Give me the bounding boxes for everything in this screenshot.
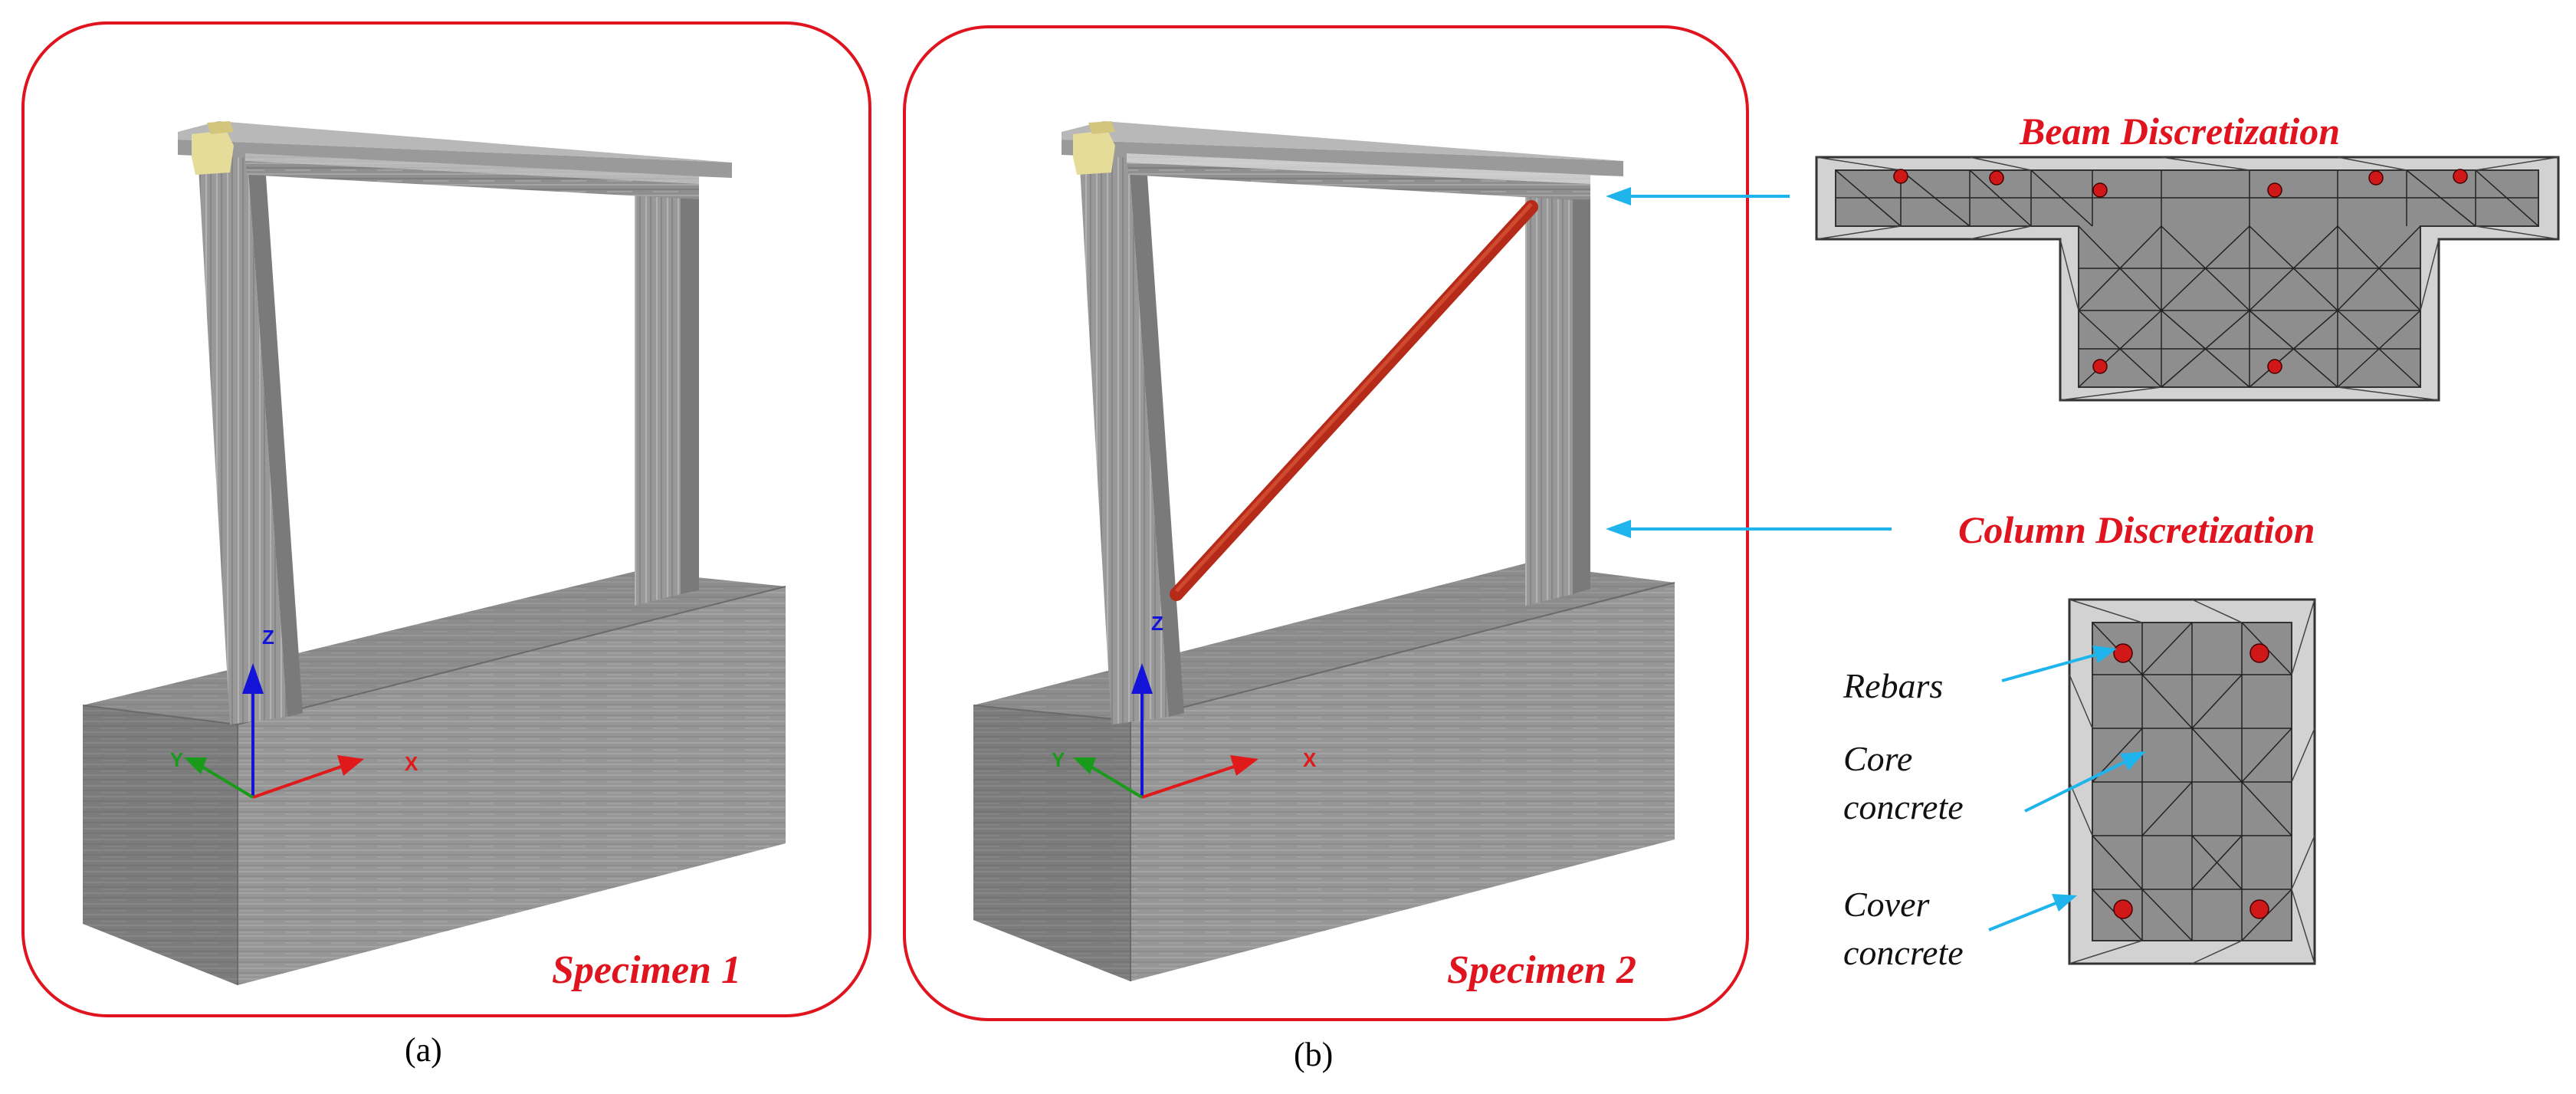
right-column <box>1525 175 1590 606</box>
rebar-marker <box>2113 643 2133 663</box>
core-concrete-label-line1: Core <box>1843 739 1912 778</box>
rebars-pointer-arrow <box>2001 646 2117 682</box>
panel-a: Z X Y Specimen 1 <box>21 21 871 1017</box>
panel-a-frame <box>21 21 871 1017</box>
column-discretization-title: Column Discretization <box>1958 508 2315 551</box>
column-pointer-arrow <box>1606 520 1892 538</box>
specimen-2-label: Specimen 2 <box>1447 948 1636 992</box>
axis-z-label-a: Z <box>262 626 274 649</box>
core-pointer-arrow <box>2024 751 2146 813</box>
rebars-label: Rebars <box>1843 666 1943 705</box>
rebar-marker <box>2267 182 2282 198</box>
panel-b-frame <box>903 25 1749 1021</box>
axis-triad-b <box>1073 663 1258 799</box>
axis-z-label-b: Z <box>1151 612 1163 635</box>
cover-pointer-arrow <box>1988 894 2077 931</box>
rebar-marker <box>2092 182 2108 198</box>
foundation-block <box>82 571 786 985</box>
specimen-1-label: Specimen 1 <box>552 948 741 992</box>
cover-concrete-label-line2: concrete <box>1843 933 1964 972</box>
column-cross-section <box>2068 598 2316 965</box>
caption-b: (b) <box>1294 1036 1333 1073</box>
cover-concrete-label-line1: Cover <box>1843 885 1931 924</box>
caption-a: (a) <box>405 1031 442 1069</box>
rebar-marker <box>2267 359 2282 374</box>
rebar-marker <box>2453 169 2468 184</box>
load-cap <box>192 121 234 175</box>
beam-discretization-title: Beam Discretization <box>2019 110 2340 153</box>
left-column <box>198 150 303 724</box>
axis-y-label-a: Y <box>170 748 183 771</box>
right-column <box>635 175 699 606</box>
rebar-marker <box>1893 169 1908 184</box>
rebar-marker <box>2092 359 2108 374</box>
beam-cross-section <box>1815 156 2560 402</box>
rebar-marker <box>1989 170 2004 186</box>
axis-y-label-b: Y <box>1052 748 1065 771</box>
rebar-marker <box>2113 899 2133 919</box>
core-concrete-label-line2: concrete <box>1843 787 1964 826</box>
rebar-marker <box>2368 170 2384 186</box>
rebar-marker <box>2249 899 2269 919</box>
axis-x-label-b: X <box>1303 748 1317 771</box>
left-column <box>1079 150 1184 724</box>
foundation-block <box>973 563 1675 981</box>
top-beam <box>1062 121 1623 201</box>
panel-b: Z X Y Specimen 2 <box>903 25 1749 1021</box>
rebar-marker <box>2249 643 2269 663</box>
axis-x-label-a: X <box>405 752 418 775</box>
load-cap <box>1073 121 1115 175</box>
diagonal-brace <box>1170 200 1538 601</box>
top-beam <box>178 121 732 199</box>
axis-triad-a <box>184 663 364 799</box>
beam-pointer-arrow <box>1606 187 1790 205</box>
